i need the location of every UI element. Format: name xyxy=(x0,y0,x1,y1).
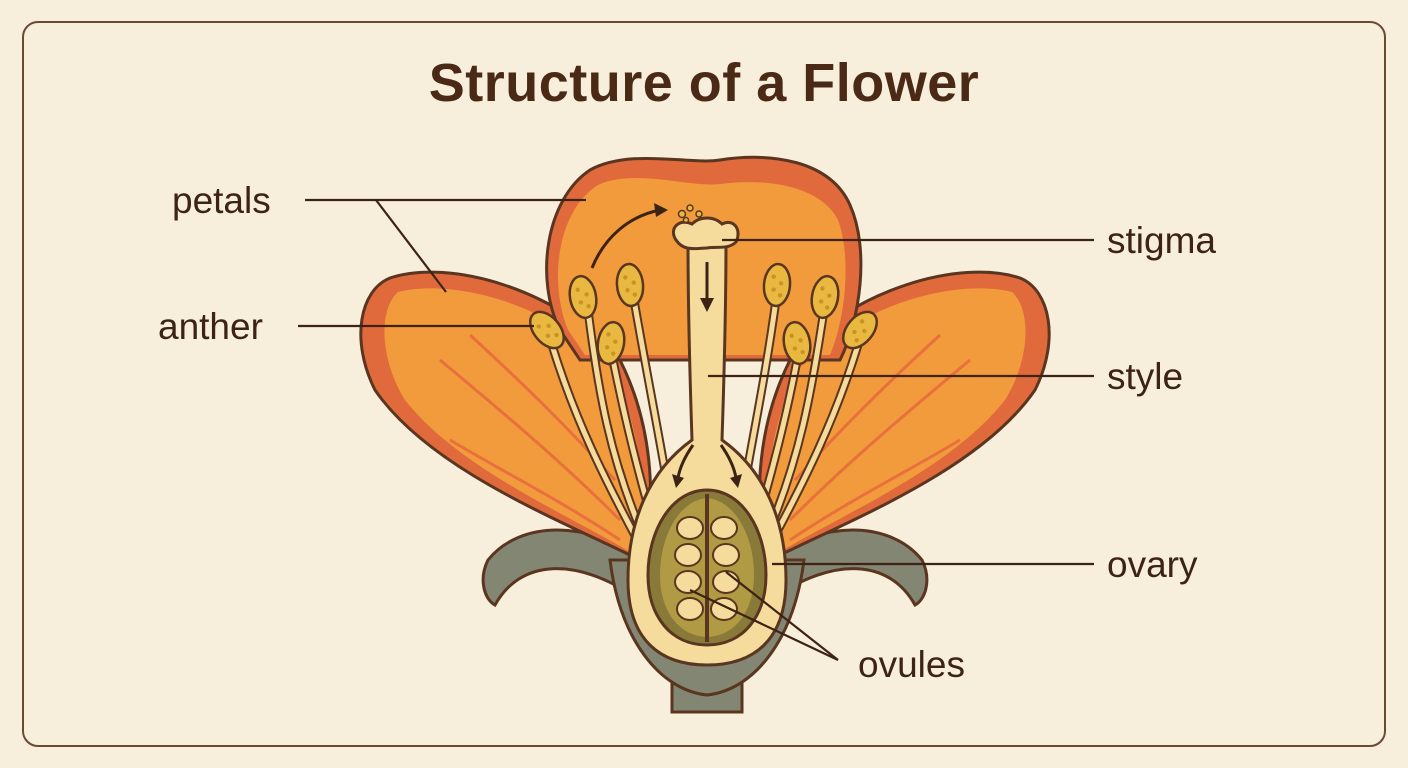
diagram-frame xyxy=(22,21,1386,747)
label-stigma: stigma xyxy=(1107,220,1216,261)
stamen-filaments-fill xyxy=(549,297,861,548)
pollen-grains xyxy=(677,204,703,224)
label-style: style xyxy=(1107,356,1184,397)
sepal-right xyxy=(768,528,929,607)
leader-lines xyxy=(298,198,1094,661)
stigma-head xyxy=(671,216,740,251)
ovules-leader xyxy=(689,589,839,661)
diagram-title: Structure of a Flower xyxy=(428,53,980,113)
pollination-arrow xyxy=(590,208,661,269)
label-ovary: ovary xyxy=(1107,544,1198,585)
label-ovules: ovules xyxy=(858,644,965,685)
label-petals: petals xyxy=(172,180,271,221)
sepal-left xyxy=(481,528,642,607)
label-anther: anther xyxy=(158,306,263,347)
